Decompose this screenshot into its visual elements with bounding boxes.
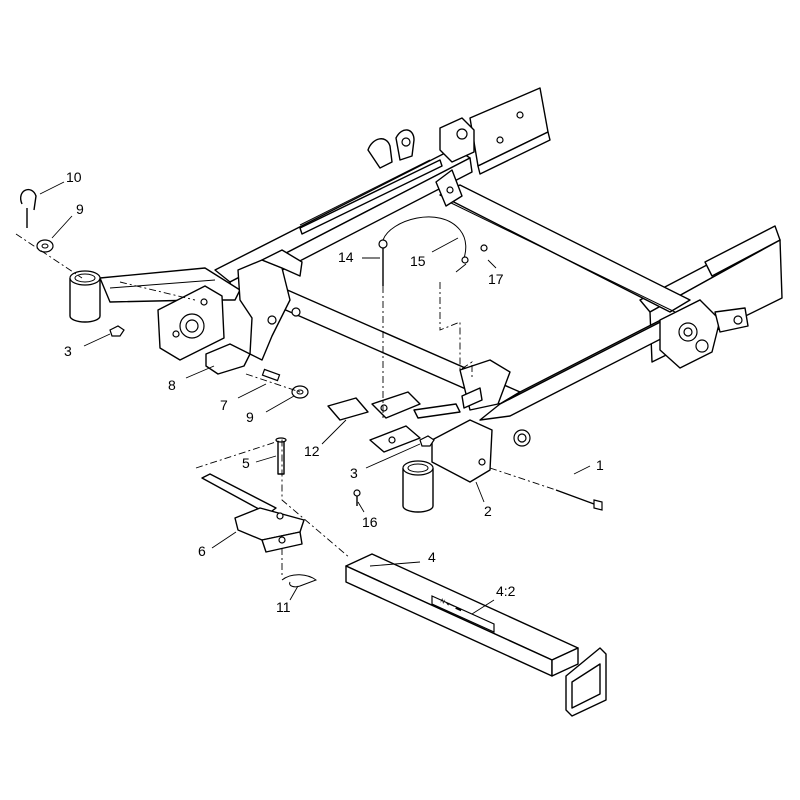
assembly-centerlines	[15, 233, 557, 578]
callout-4: 4	[428, 549, 436, 565]
hardware	[109, 325, 435, 506]
rear-mounting-plate	[469, 87, 551, 175]
clevis-pin	[275, 437, 287, 475]
callout-11: 11	[276, 599, 291, 615]
callout-8: 8	[168, 377, 176, 393]
latch-handle	[205, 343, 251, 375]
cross-tube	[439, 184, 691, 313]
tongue-bar: N ◂— ▬	[345, 553, 579, 677]
callout-10: 10	[66, 169, 82, 185]
callout-7: 7	[220, 397, 228, 413]
lift-clevis	[369, 391, 461, 453]
callout-4-2: 4:2	[496, 583, 516, 599]
callout-2: 2	[484, 503, 492, 519]
lift-arm-plate	[435, 169, 463, 207]
spacer-plate	[327, 397, 369, 421]
callout-16: 16	[362, 514, 378, 530]
left-tube-socket	[69, 270, 101, 323]
lynch-pin	[20, 188, 37, 228]
hitch-pin-assembly	[378, 216, 488, 286]
tongue-end-plate	[565, 647, 607, 717]
callout-labels: 10 9 14 15 17 3 8 7 9 12 5 3 1 16 2 6 4 …	[64, 169, 604, 615]
top-hitch-bracket	[367, 117, 475, 169]
right-socket-bracket	[402, 419, 531, 513]
front-frame-rail	[239, 277, 701, 421]
callout-leaders	[39, 181, 591, 615]
long-bolt	[555, 489, 603, 511]
callout-9-lower: 9	[246, 409, 254, 425]
callout-3-lower: 3	[350, 465, 358, 481]
callout-5: 5	[242, 455, 250, 471]
left-pivot-plate	[157, 285, 225, 361]
tongue-bracket	[201, 473, 305, 553]
callout-6: 6	[198, 543, 206, 559]
callout-12: 12	[304, 443, 320, 459]
callout-9: 9	[76, 201, 84, 217]
hair-pin	[281, 574, 318, 588]
callout-17: 17	[488, 271, 504, 287]
callout-3: 3	[64, 343, 72, 359]
right-pivot-bracket	[659, 299, 749, 369]
callout-14: 14	[338, 249, 354, 265]
callout-1: 1	[596, 457, 604, 473]
left-upright-bracket	[237, 249, 303, 361]
angle-brace	[299, 159, 443, 235]
center-lift-bracket	[459, 359, 511, 411]
callout-15: 15	[410, 253, 426, 269]
